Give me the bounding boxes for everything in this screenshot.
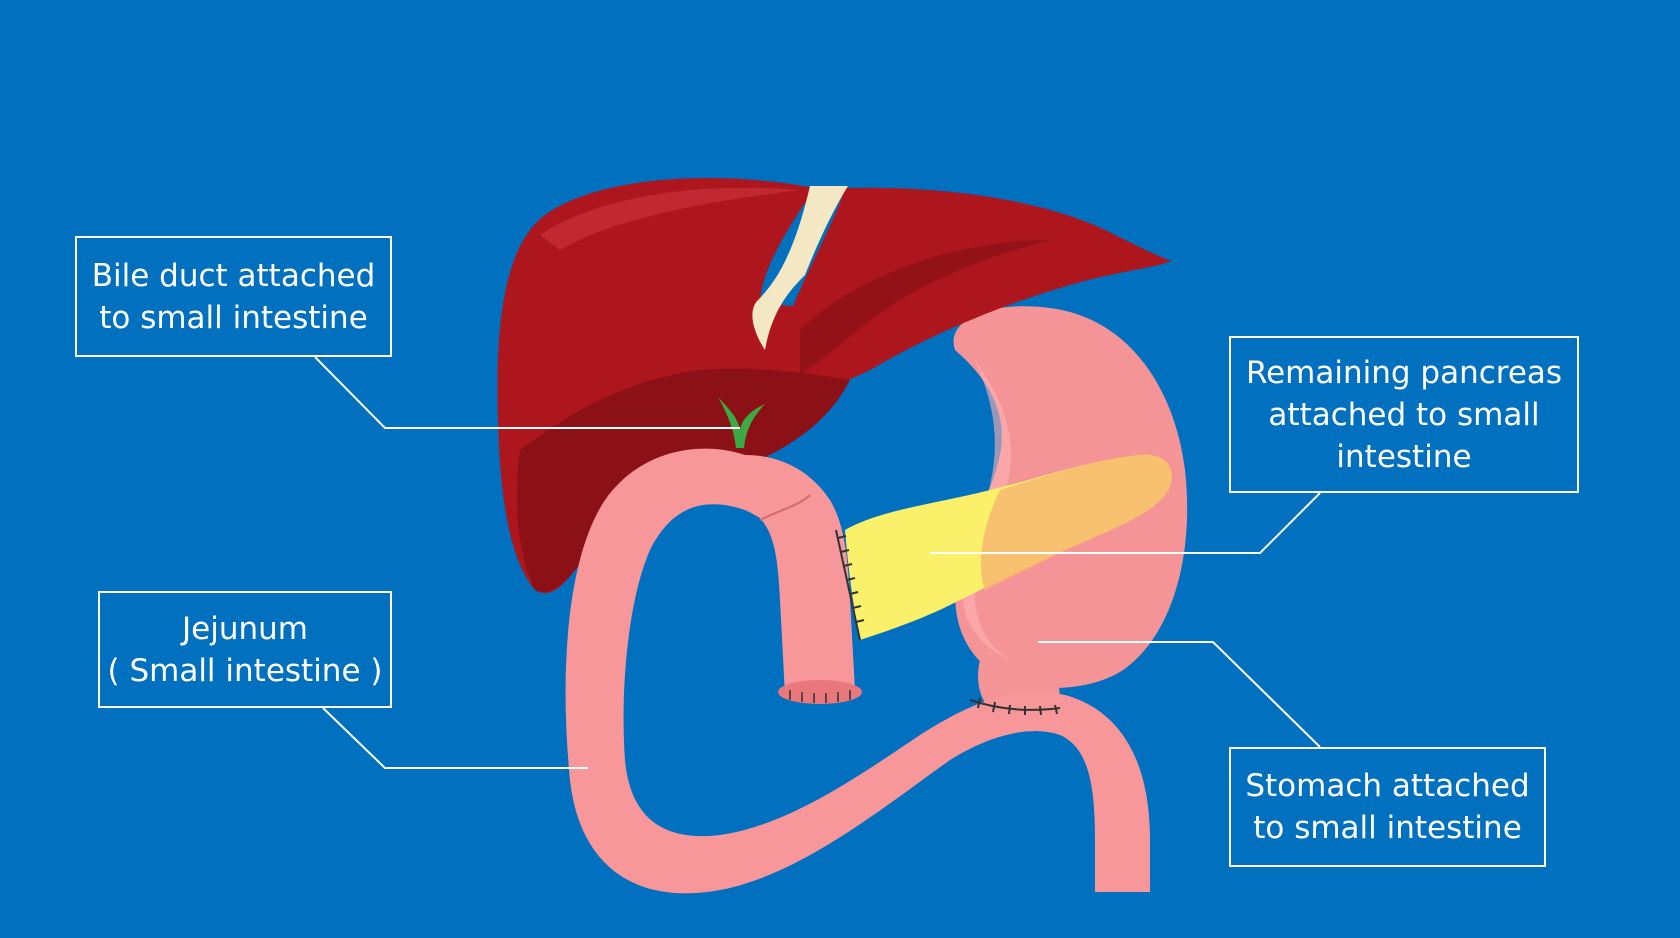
liver-top-highlight [540,187,800,250]
label-stomach: Stomach attached to small intestine [1229,747,1546,867]
jejunum-upper-limb [745,455,855,700]
leader-line-jejunum [322,707,588,769]
label-bile-duct: Bile duct attached to small intestine [75,236,392,357]
leader-line-stomach [1038,641,1321,748]
bile-duct [718,397,765,448]
label-stomach-line2: to small intestine [1253,810,1522,846]
falciform-ligament [752,186,848,350]
label-pancreas-line1: Remaining pancreas [1245,354,1563,391]
label-pancreas: Remaining pancreas attached to small int… [1229,336,1579,493]
label-bile-duct-line2: to small intestine [99,299,368,336]
suture-pancreas [835,529,865,641]
liver [497,178,1172,594]
label-pancreas-line3: intestine [1336,438,1472,475]
label-jejunum: Jejunum ( Small intestine ) [98,591,392,708]
liver-left-lobe [784,187,1172,393]
label-stomach-line1: Stomach attached [1245,768,1530,804]
suture-jejunum-end [789,690,851,703]
label-jejunum-line1: Jejunum [182,610,308,647]
liver-left-shade [800,240,1050,375]
leader-line-pancreas [930,492,1321,554]
jejunum-crease [759,494,811,521]
pancreas-remnant [845,454,1172,640]
pancreas-under-stomach [980,454,1172,590]
suture-stomach [969,697,1061,716]
jejunum [565,397,1150,894]
label-bile-duct-line1: Bile duct attached [91,257,376,294]
jejunum-open-end [778,680,862,704]
jejunum-loop [565,448,1150,894]
label-jejunum-line2: ( Small intestine ) [107,652,383,689]
leader-lines [314,356,1321,769]
leader-line-bile-duct [314,356,740,429]
label-pancreas-line2: attached to small [1268,396,1540,433]
